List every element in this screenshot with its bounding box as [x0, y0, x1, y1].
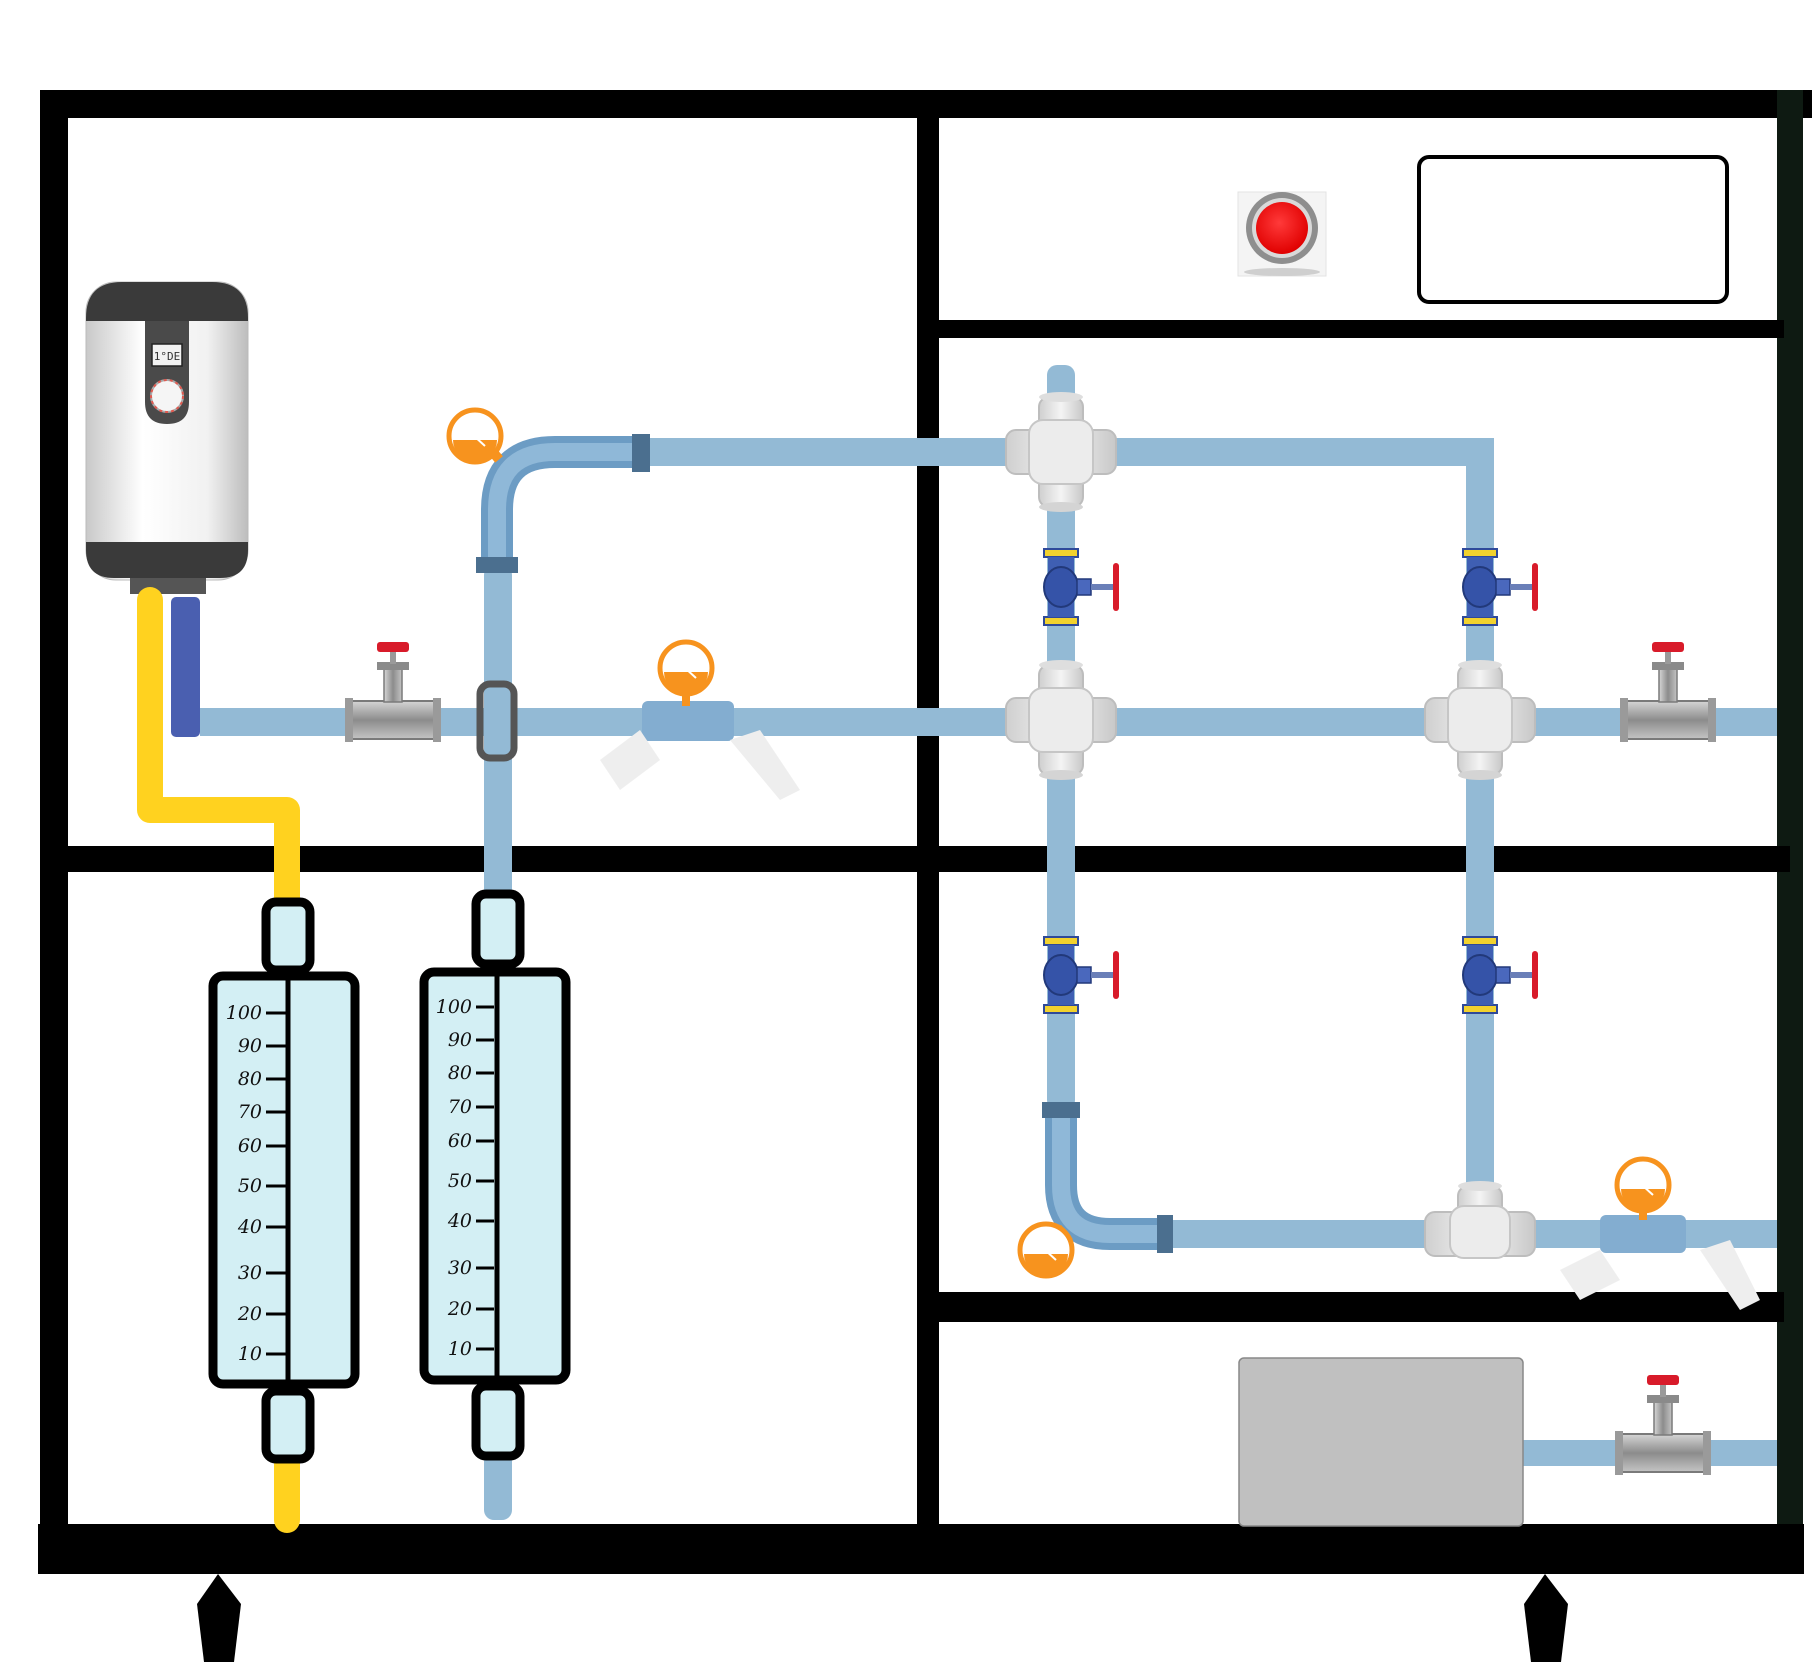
scale-label: 50 — [238, 1175, 262, 1197]
water-heater: 1°DE — [85, 281, 249, 594]
heater-display-text: 1°DE — [154, 350, 181, 363]
lower-elbow — [1042, 1102, 1173, 1253]
pressure-gauge-middle — [660, 642, 712, 706]
rotameter-left: 100 90 80 70 60 50 40 30 20 10 — [208, 897, 360, 1464]
lower-flow-sensor — [1600, 1215, 1686, 1253]
scale-label: 60 — [238, 1135, 262, 1157]
scale-label: 40 — [237, 1216, 262, 1238]
tee-fitting-bottom — [1424, 1180, 1536, 1259]
cross-fitting-middle-left — [1005, 659, 1117, 781]
gate-valve-lower-right[interactable] — [1462, 936, 1539, 1014]
scale-label: 20 — [447, 1298, 472, 1320]
scale-label: 70 — [448, 1096, 472, 1118]
cold-water-inlet — [171, 597, 200, 737]
cross-fitting-middle-right — [1424, 659, 1536, 781]
rotameter-right-scale: 100 90 80 70 60 50 40 30 20 10 — [436, 996, 494, 1360]
upper-elbow — [476, 434, 650, 573]
pressure-gauge-lower-left — [1020, 1224, 1073, 1276]
rotameter-left-scale: 100 90 80 70 60 50 40 30 20 10 — [226, 1002, 286, 1365]
pipe-union — [476, 680, 518, 762]
scale-label: 90 — [238, 1035, 262, 1057]
globe-valve-bottom[interactable] — [1614, 1374, 1712, 1476]
scale-label: 80 — [448, 1062, 472, 1084]
scale-label: 50 — [448, 1170, 472, 1192]
scale-label: 60 — [448, 1130, 472, 1152]
scale-label: 80 — [238, 1068, 262, 1090]
gate-valve-upper-right[interactable] — [1462, 548, 1539, 626]
cross-fitting-top — [1005, 391, 1117, 513]
globe-valve-right[interactable] — [1619, 641, 1717, 743]
scale-label: 30 — [238, 1262, 262, 1284]
scale-label: 30 — [448, 1257, 472, 1279]
display-screen — [1417, 155, 1729, 304]
scale-label: 70 — [238, 1101, 262, 1123]
stop-button[interactable] — [1237, 191, 1327, 277]
scale-label: 90 — [448, 1029, 472, 1051]
scale-label: 10 — [238, 1343, 262, 1365]
stop-button-cap[interactable] — [1256, 202, 1308, 254]
gate-valve-upper-left[interactable] — [1043, 548, 1120, 626]
faint-reflections — [600, 730, 1760, 1310]
right-foot — [1524, 1574, 1568, 1662]
scale-label: 40 — [447, 1210, 472, 1232]
pressure-gauge-lower-right — [1617, 1159, 1669, 1220]
globe-valve-left[interactable] — [344, 641, 442, 743]
scale-label: 100 — [436, 996, 472, 1018]
heater-display — [151, 343, 183, 367]
scale-label: 10 — [448, 1338, 472, 1360]
rotameter-right: 100 90 80 70 60 50 40 30 20 10 — [419, 889, 571, 1461]
pressure-gauge-upper-left — [449, 410, 503, 463]
storage-tank — [1238, 1357, 1524, 1527]
scale-label: 100 — [226, 1002, 262, 1024]
gate-valve-lower-left[interactable] — [1043, 936, 1120, 1014]
scale-label: 20 — [237, 1303, 262, 1325]
left-foot — [197, 1574, 241, 1662]
middle-flow-sensor — [642, 701, 734, 741]
